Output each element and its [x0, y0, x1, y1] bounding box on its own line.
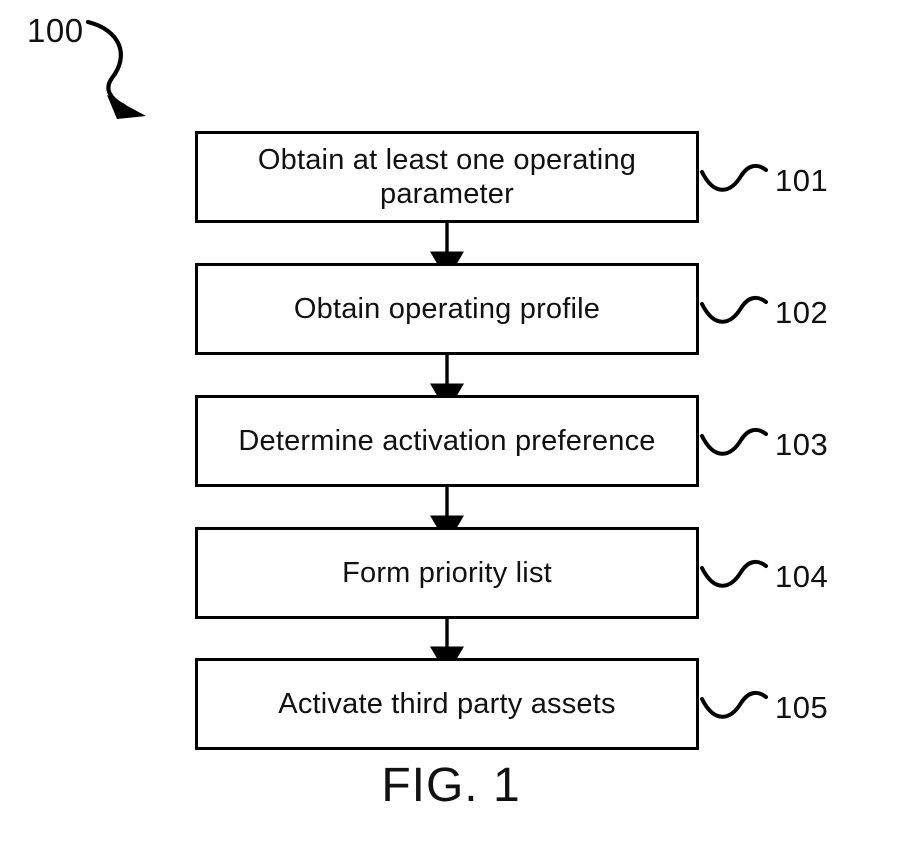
reference-leader-lines — [700, 163, 768, 719]
reference-numeral-105: 105 — [775, 690, 829, 725]
leader-line-104 — [700, 559, 768, 588]
flowchart-step-101: Obtain at least one operating parameter — [195, 131, 699, 223]
step-label-102: Obtain operating profile — [293, 292, 601, 325]
figure-caption: FIG. 1 — [381, 759, 521, 812]
flowchart-step-104: Form priority list — [195, 527, 699, 619]
step-label-104: Form priority list — [342, 556, 552, 589]
leader-line-105 — [700, 690, 768, 719]
flowchart-step-103: Determine activation preference — [195, 395, 699, 487]
flowchart-step-102: Obtain operating profile — [195, 263, 699, 355]
step-label-101: Obtain at least one operating parameter — [257, 143, 637, 210]
reference-numeral-104: 104 — [775, 559, 829, 594]
leader-line-101 — [700, 163, 768, 192]
reference-numeral-103: 103 — [775, 427, 829, 462]
leader-line-103 — [700, 427, 768, 456]
step-label-105: Activate third party assets — [278, 687, 616, 720]
assembly-leader-arrow — [85, 19, 146, 119]
reference-numeral-102: 102 — [775, 295, 829, 330]
step-label-103: Determine activation preference — [238, 424, 656, 457]
leader-line-102 — [700, 295, 768, 324]
reference-numeral-101: 101 — [775, 163, 829, 198]
assembly-numeral-100: 100 — [27, 12, 84, 49]
flowchart-step-105: Activate third party assets — [195, 658, 699, 750]
